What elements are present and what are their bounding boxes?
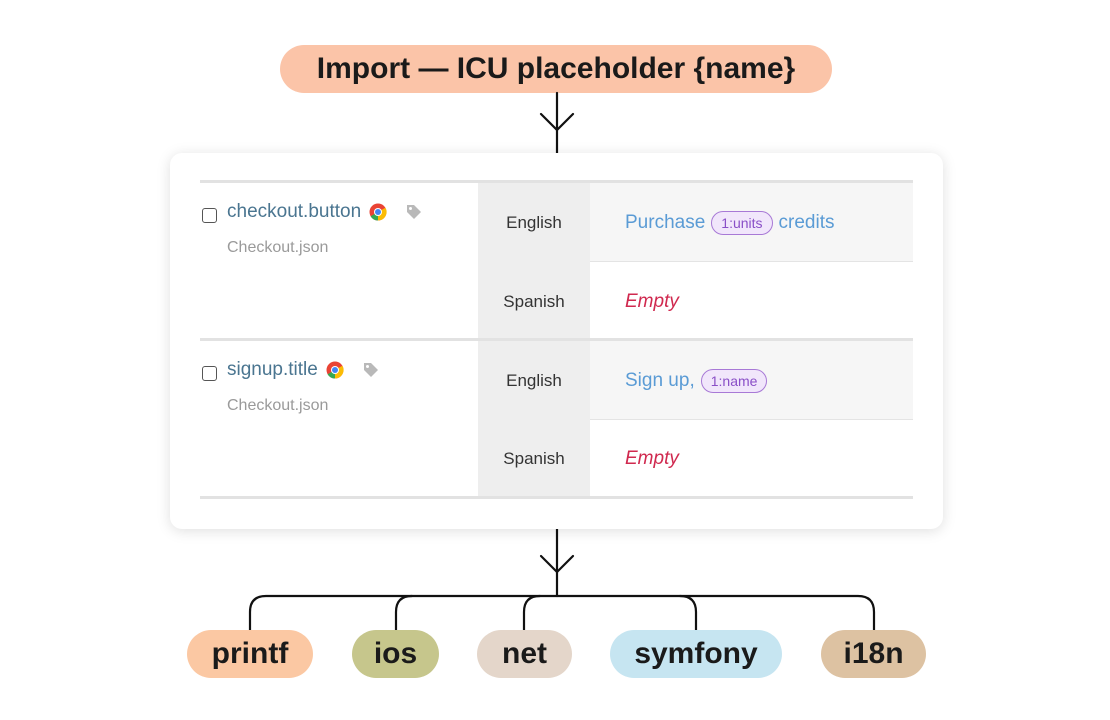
- chrome-icon: [326, 361, 344, 379]
- language-label: Spanish: [503, 291, 565, 311]
- translation-text-before: Purchase: [625, 211, 706, 233]
- row-separator: [590, 261, 913, 262]
- empty-value: Empty: [625, 448, 679, 469]
- format-printf: printf: [187, 630, 313, 678]
- branch-net: [522, 594, 542, 632]
- key-row-signup-title[interactable]: signup.title Checkout.json: [200, 341, 478, 498]
- language-label: English: [506, 370, 562, 390]
- translation-value-spanish[interactable]: Empty: [590, 420, 913, 498]
- translation-text-before: Sign up,: [625, 369, 695, 391]
- translation-value-english[interactable]: Purchase 1:units credits: [590, 183, 913, 262]
- language-cell-wrap: Spanish: [478, 420, 590, 498]
- file-name: Checkout.json: [227, 397, 329, 414]
- format-symfony: symfony: [610, 630, 782, 678]
- branch-ios: [394, 594, 414, 632]
- chrome-icon: [369, 203, 387, 221]
- placeholder-badge: 1:name: [700, 368, 768, 393]
- row-checkbox[interactable]: [202, 366, 217, 381]
- language-cell-wrap: Spanish: [478, 262, 590, 341]
- translation-value-english[interactable]: Sign up, 1:name: [590, 341, 913, 420]
- tag-icon[interactable]: [362, 361, 380, 379]
- file-name: Checkout.json: [227, 239, 329, 256]
- bottom-arrow-head: [539, 554, 575, 574]
- row-divider: [200, 338, 913, 341]
- format-net: net: [477, 630, 572, 678]
- empty-value: Empty: [625, 290, 679, 312]
- translation-card: checkout.button Checkout.json English Pu…: [170, 153, 943, 529]
- row-checkbox[interactable]: [202, 208, 217, 223]
- format-i18n: i18n: [821, 630, 926, 678]
- format-ios: ios: [352, 630, 439, 678]
- translation-value-spanish[interactable]: Empty: [590, 262, 913, 341]
- tag-icon[interactable]: [405, 203, 423, 221]
- key-label[interactable]: signup.title: [227, 359, 318, 380]
- branch-symfony: [678, 594, 698, 632]
- key-name[interactable]: signup.title: [227, 359, 380, 381]
- header-title: Import — ICU placeholder {name}: [280, 45, 832, 93]
- table-top-border: [200, 180, 913, 183]
- language-label: Spanish: [503, 449, 565, 468]
- translation-text-after: credits: [778, 211, 835, 233]
- language-label: English: [506, 212, 562, 232]
- key-row-checkout-button[interactable]: checkout.button Checkout.json: [200, 183, 478, 340]
- top-arrow-head: [539, 112, 575, 132]
- key-label[interactable]: checkout.button: [227, 201, 362, 222]
- row-separator: [590, 419, 913, 420]
- key-name[interactable]: checkout.button: [227, 201, 423, 223]
- placeholder-badge: 1:units: [711, 210, 773, 235]
- branch-outer: [248, 594, 876, 632]
- language-cell-wrap: English: [478, 183, 590, 262]
- language-cell-wrap: English: [478, 341, 590, 420]
- table-bottom-border: [200, 496, 913, 499]
